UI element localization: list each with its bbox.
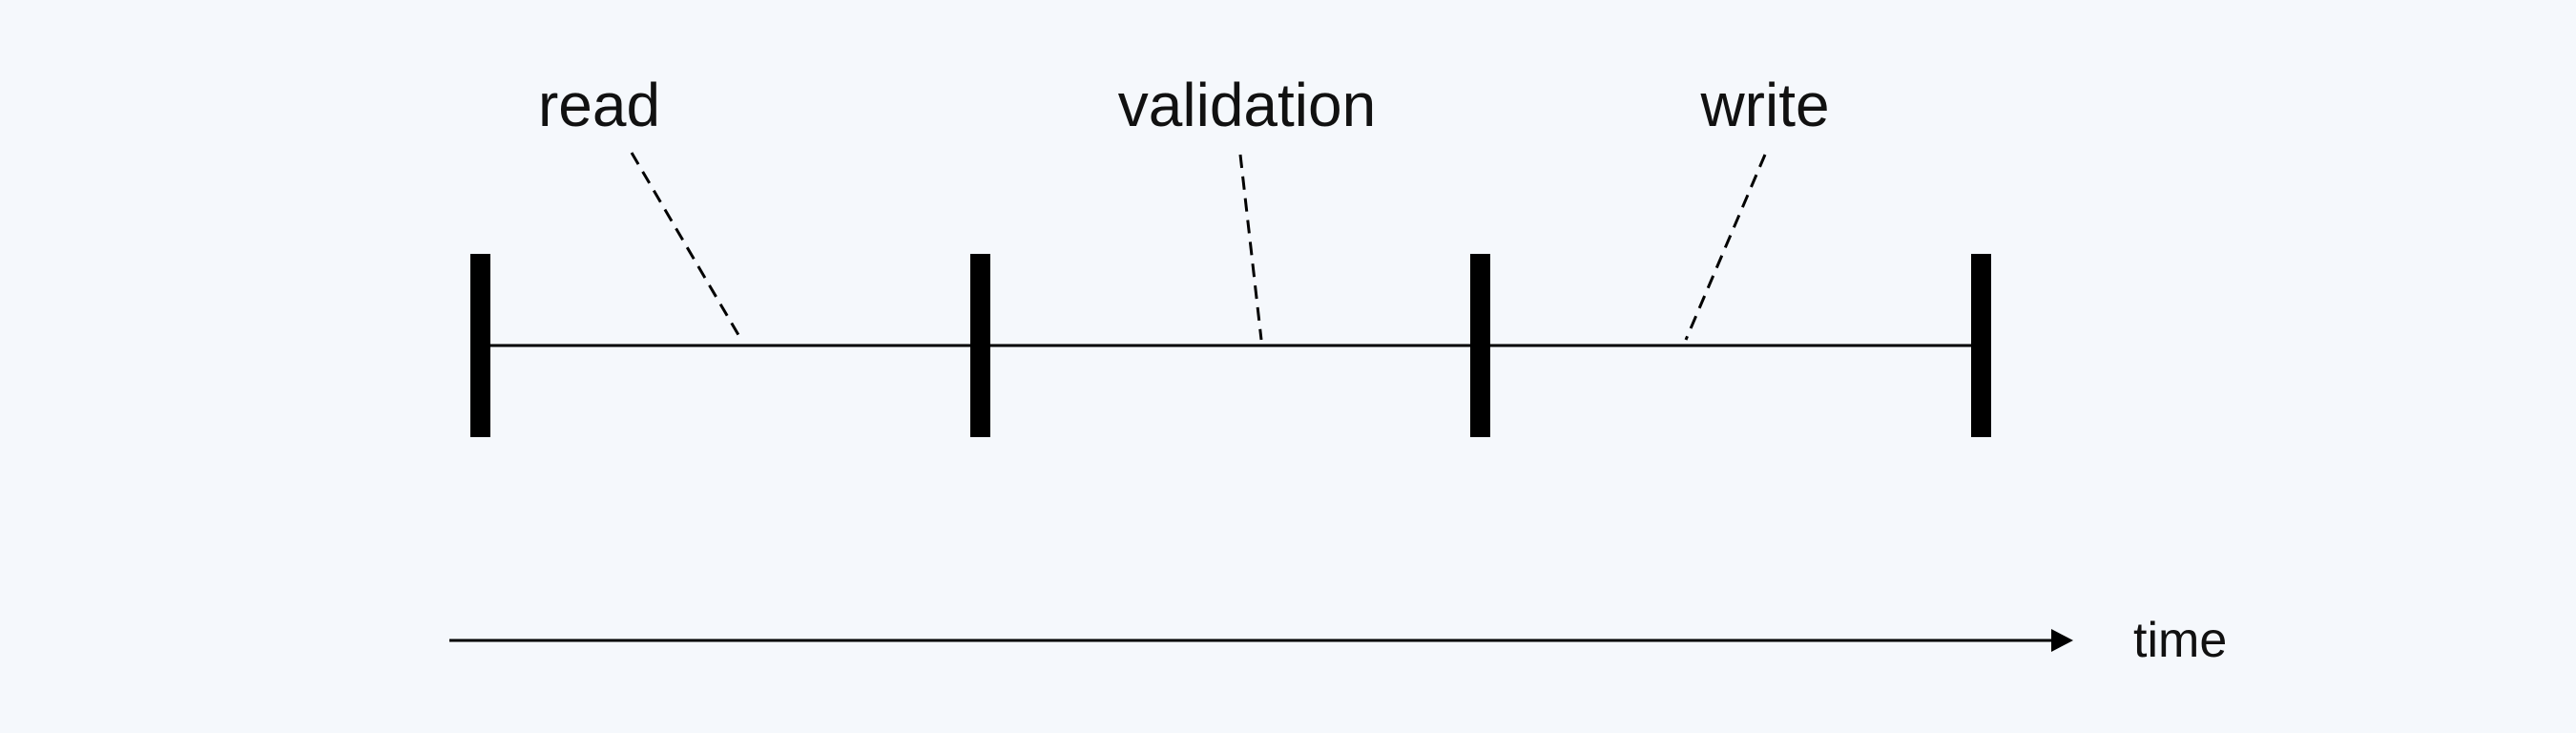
phase-boundary-marker-validation-write — [1470, 254, 1490, 437]
read-leader-line — [630, 152, 743, 341]
time-axis-label: time — [2133, 613, 2227, 668]
phase-label-write: write — [1699, 71, 1829, 139]
phase-label-validation: validation — [1118, 71, 1376, 139]
validation-leader-line — [1238, 154, 1263, 341]
phase-label-read: read — [538, 71, 660, 139]
phase-boundary-marker-end — [1971, 254, 1991, 437]
time-axis-arrowhead — [2051, 629, 2073, 652]
phase-boundary-marker-start — [470, 254, 490, 437]
write-leader-line — [1684, 154, 1767, 341]
phase-boundary-marker-read-validation — [970, 254, 990, 437]
